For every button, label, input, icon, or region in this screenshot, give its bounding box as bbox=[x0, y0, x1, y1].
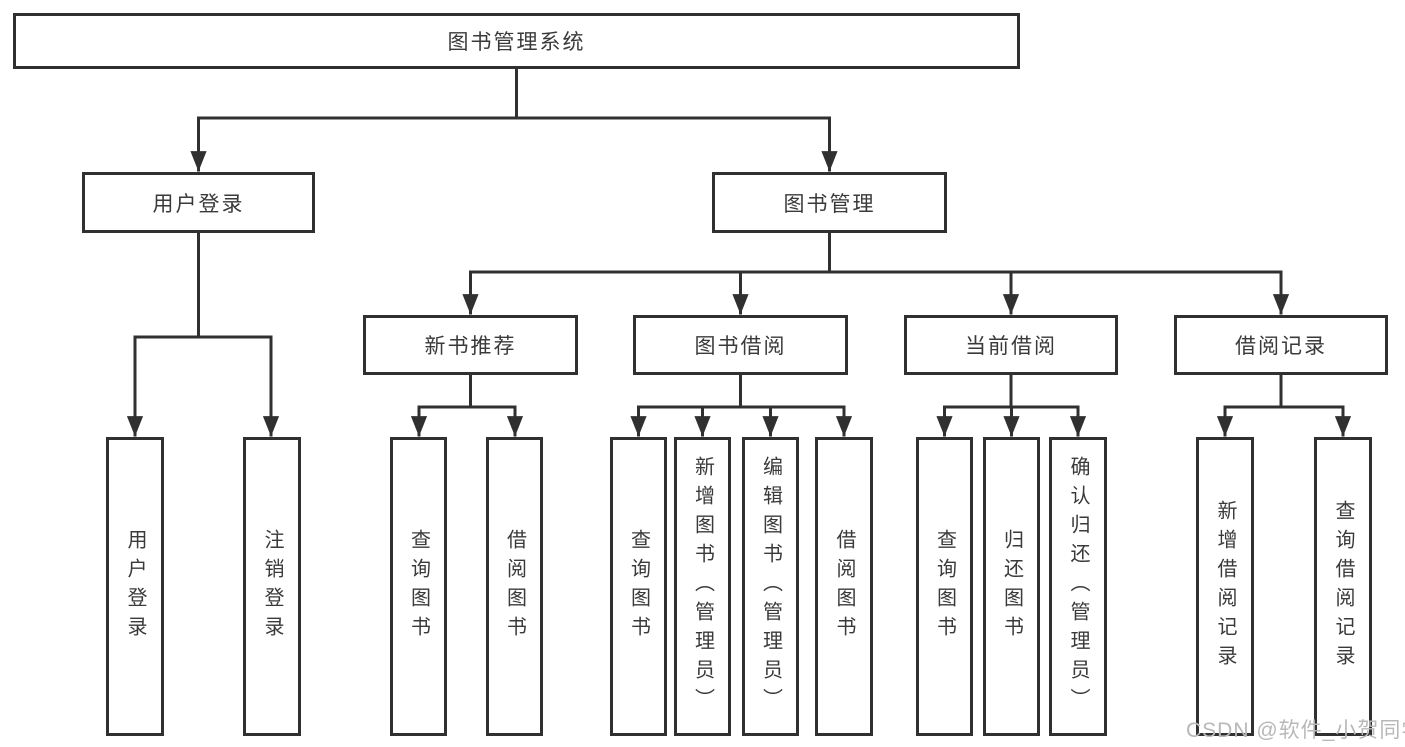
node-book-management-label: 图书管理 bbox=[783, 192, 876, 216]
leaf-query-books-current-label: 查询图书 bbox=[933, 528, 956, 645]
csdn-watermark: CSDN @软件_小贺同学 bbox=[1186, 719, 1405, 742]
node-book-borrowing-label: 图书借阅 bbox=[694, 335, 787, 358]
node-library-management-system: 图书管理系统 bbox=[13, 13, 1020, 69]
leaf-borrow-books-label: 借阅图书 bbox=[833, 528, 855, 645]
node-user-login-label: 用户登录 bbox=[152, 192, 245, 216]
leaf-borrow-books-recommend: 借阅图书 bbox=[486, 437, 543, 736]
leaf-add-borrow-record: 新增借阅记录 bbox=[1196, 437, 1254, 736]
leaf-query-books-current: 查询图书 bbox=[916, 437, 973, 736]
leaf-user-login-label: 用户登录 bbox=[124, 528, 146, 645]
leaf-user-login: 用户登录 bbox=[106, 437, 164, 736]
node-borrowing-records-label: 借阅记录 bbox=[1235, 335, 1327, 358]
node-current-borrowing: 当前借阅 bbox=[904, 315, 1118, 375]
node-current-borrowing-label: 当前借阅 bbox=[965, 335, 1057, 358]
leaf-confirm-return-admin-label: 确认归还（管理员） bbox=[1067, 456, 1089, 717]
leaf-return-books-label: 归还图书 bbox=[1000, 528, 1023, 645]
node-user-login: 用户登录 bbox=[82, 172, 315, 233]
leaf-logout: 注销登录 bbox=[243, 437, 301, 736]
leaf-add-book-admin: 新增图书（管理员） bbox=[674, 437, 731, 736]
leaf-query-books-borrowing-label: 查询图书 bbox=[627, 528, 650, 645]
node-library-management-system-label: 图书管理系统 bbox=[447, 31, 586, 54]
leaf-query-borrow-record-label: 查询借阅记录 bbox=[1332, 499, 1354, 674]
leaf-query-books-recommend-label: 查询图书 bbox=[407, 528, 430, 645]
leaf-query-books-borrowing: 查询图书 bbox=[610, 437, 667, 736]
leaf-borrow-books: 借阅图书 bbox=[815, 437, 873, 736]
node-book-management: 图书管理 bbox=[712, 172, 947, 233]
leaf-confirm-return-admin: 确认归还（管理员） bbox=[1049, 437, 1107, 736]
leaf-borrow-books-recommend-label: 借阅图书 bbox=[503, 528, 526, 645]
leaf-add-borrow-record-label: 新增借阅记录 bbox=[1214, 499, 1236, 674]
node-new-book-recommendation-label: 新书推荐 bbox=[424, 335, 517, 358]
node-book-borrowing: 图书借阅 bbox=[633, 315, 848, 375]
leaf-query-borrow-record: 查询借阅记录 bbox=[1314, 437, 1372, 736]
leaf-edit-book-admin-label: 编辑图书（管理员） bbox=[759, 456, 782, 717]
leaf-add-book-admin-label: 新增图书（管理员） bbox=[691, 456, 714, 717]
node-new-book-recommendation: 新书推荐 bbox=[363, 315, 578, 375]
node-borrowing-records: 借阅记录 bbox=[1174, 315, 1388, 375]
leaf-return-books: 归还图书 bbox=[983, 437, 1040, 736]
leaf-query-books-recommend: 查询图书 bbox=[390, 437, 447, 736]
leaf-edit-book-admin: 编辑图书（管理员） bbox=[742, 437, 799, 736]
leaf-logout-label: 注销登录 bbox=[261, 528, 283, 645]
